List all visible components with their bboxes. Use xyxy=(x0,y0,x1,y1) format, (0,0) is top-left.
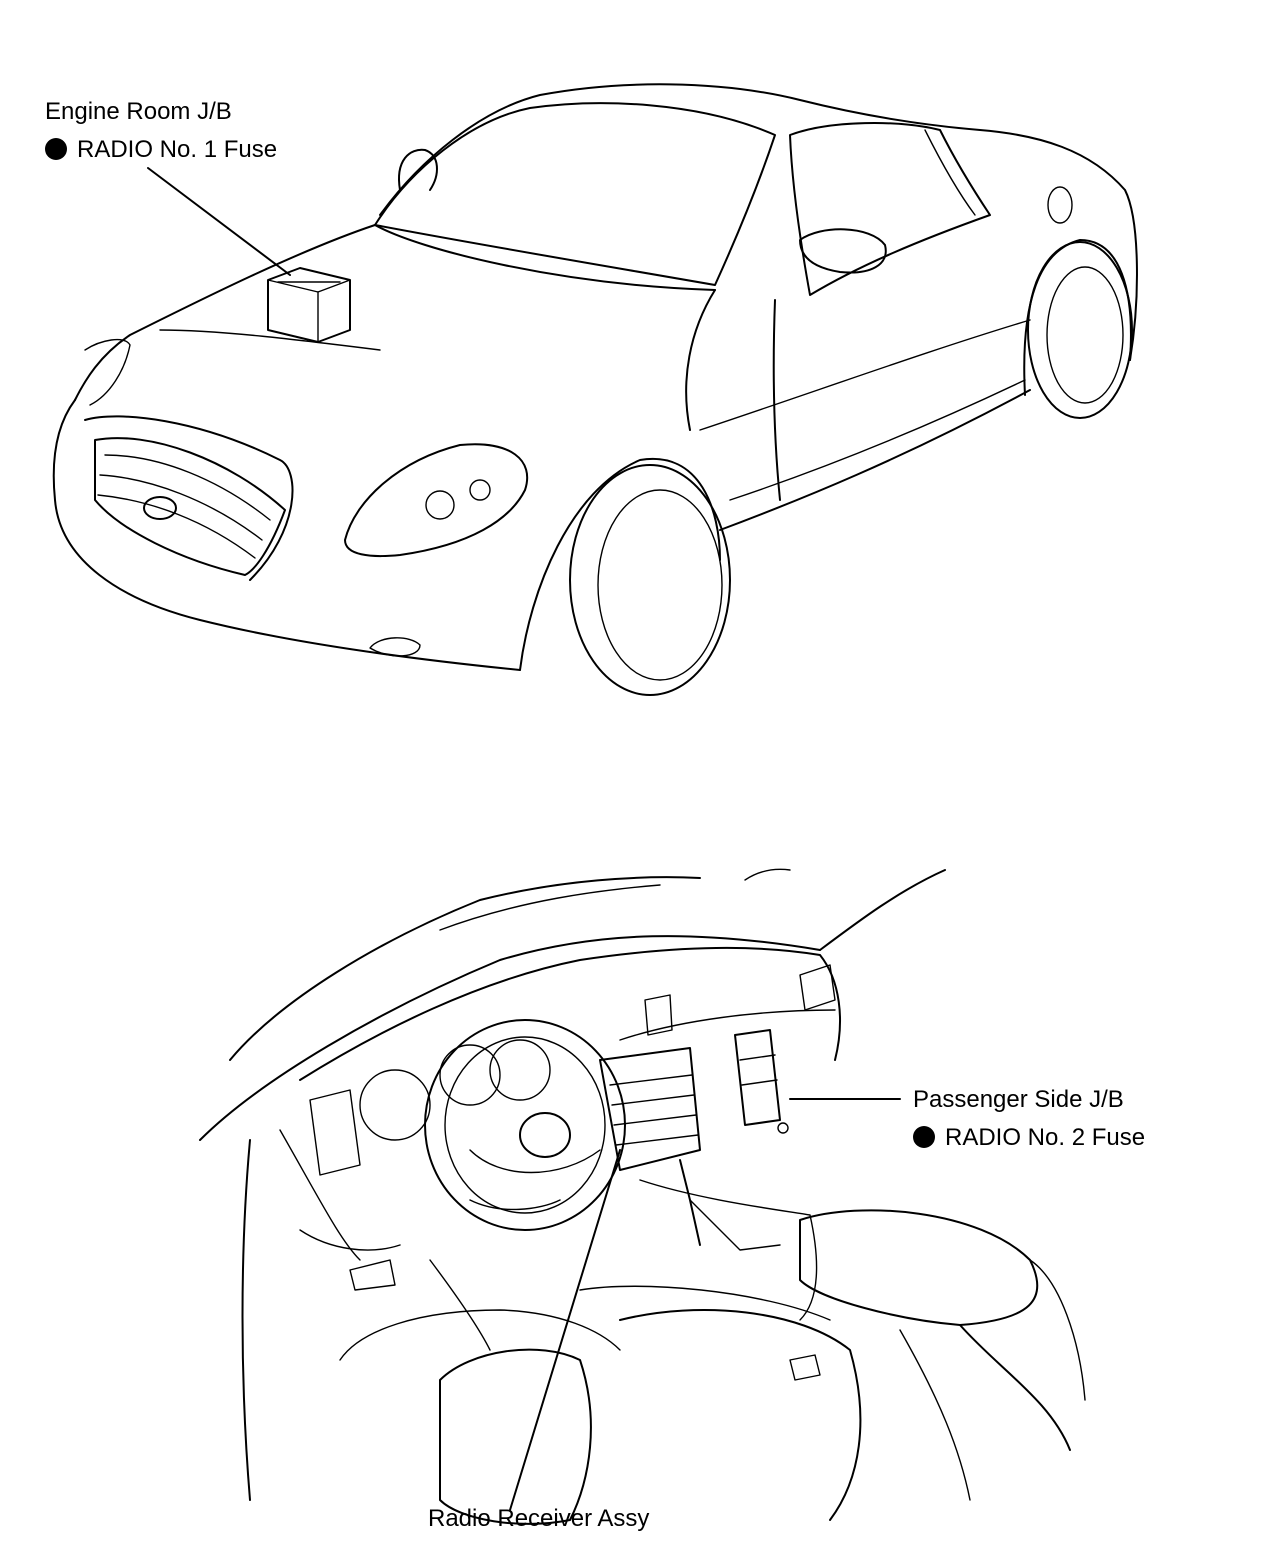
steering-wheel xyxy=(424,1019,626,1231)
engine-room-jb-fuse: RADIO No. 1 Fuse xyxy=(45,136,277,164)
front-wheel xyxy=(569,464,731,696)
engine-room-jb-fuse-text: RADIO No. 1 Fuse xyxy=(77,136,278,163)
side-mirror-right xyxy=(799,228,887,274)
driver-seat xyxy=(439,1348,592,1525)
engine-room-jb-label: Engine Room J/B RADIO No. 1 Fuse xyxy=(45,98,277,164)
passenger-side-jb-box xyxy=(734,1029,789,1134)
radio-receiver-unit xyxy=(599,1047,701,1171)
rear-wheel xyxy=(1027,241,1133,419)
passenger-side-jb-fuse-text: RADIO No. 2 Fuse xyxy=(945,1124,1146,1151)
headlight xyxy=(344,443,529,558)
side-mirror-left xyxy=(398,148,438,191)
passenger-side-jb-label: Passenger Side J/B RADIO No. 2 Fuse xyxy=(913,1086,1145,1152)
filled-circle-icon xyxy=(45,138,67,160)
radio-receiver-leader xyxy=(509,1149,621,1511)
passenger-side-jb-title: Passenger Side J/B xyxy=(913,1086,1124,1113)
passenger-seat xyxy=(619,1309,862,1521)
grille xyxy=(94,437,286,576)
engine-room-leader xyxy=(147,167,291,276)
emblem xyxy=(143,496,177,520)
side-window xyxy=(789,122,991,296)
windshield xyxy=(374,102,776,286)
passenger-side-jb-fuse: RADIO No. 2 Fuse xyxy=(913,1124,1145,1152)
filled-circle-icon xyxy=(913,1126,935,1148)
engine-room-jb-title: Engine Room J/B xyxy=(45,98,232,125)
radio-receiver-label: Radio Receiver Assy xyxy=(428,1505,650,1532)
car-exterior-illustration xyxy=(52,83,1138,696)
interior-illustration xyxy=(199,868,1086,1525)
engine-room-jb-box xyxy=(267,267,351,343)
